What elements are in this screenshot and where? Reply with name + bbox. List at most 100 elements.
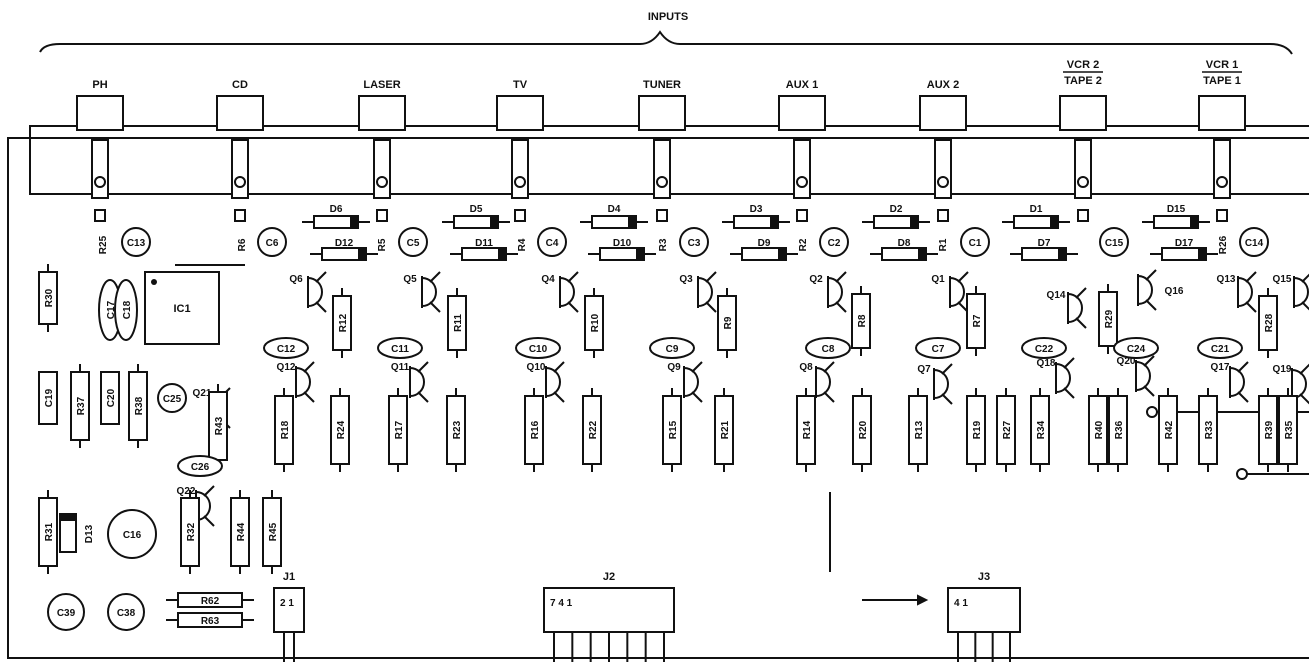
diode-band	[490, 216, 498, 228]
jack-pin	[373, 139, 391, 199]
resistor-label: R6	[237, 238, 248, 251]
resistor-label: R10	[590, 313, 601, 332]
capacitor	[100, 371, 120, 425]
transistor-lead	[705, 301, 717, 313]
capacitor-label: C4	[546, 238, 559, 249]
transistor-label: Q20	[1117, 356, 1136, 367]
connector-pins: 2 1	[280, 598, 294, 609]
capacitor	[38, 371, 58, 425]
capacitor	[915, 337, 961, 359]
pad-square	[514, 209, 526, 222]
diode-band	[770, 216, 778, 228]
resistor-label: R38	[134, 396, 145, 415]
resistor	[662, 395, 682, 465]
resistor-label: R20	[858, 420, 869, 439]
resistor-label: R39	[1264, 420, 1275, 439]
diode-label: D17	[1175, 238, 1194, 249]
transistor-label: Q2	[809, 274, 823, 285]
jack-pin	[91, 139, 109, 199]
diode-band	[1190, 216, 1198, 228]
resistor-label: R22	[588, 420, 599, 439]
solder-pad	[376, 176, 388, 188]
capacitor-label: C14	[1245, 238, 1264, 249]
capacitor-label: C1	[969, 238, 982, 249]
jack-pin	[1213, 139, 1231, 199]
transistor-body	[295, 367, 311, 397]
transistor-lead	[1245, 301, 1257, 313]
capacitor	[679, 227, 709, 257]
resistor	[1258, 395, 1278, 465]
transistor-lead	[941, 363, 953, 375]
transistor-lead	[823, 361, 835, 373]
transistor-label: Q1	[931, 274, 945, 285]
transistor-lead	[823, 391, 835, 403]
diode-band	[498, 248, 506, 260]
capacitor-label: C8	[822, 344, 835, 355]
solder-pad	[937, 176, 949, 188]
resistor	[852, 395, 872, 465]
resistor	[274, 395, 294, 465]
transistor-lead	[941, 393, 953, 405]
diode-band	[1198, 248, 1206, 260]
transistor-lead	[417, 391, 429, 403]
transistor-lead	[567, 301, 579, 313]
transistor-label: Q10	[527, 362, 546, 373]
capacitor	[177, 455, 223, 477]
transistor-label: Q5	[403, 274, 417, 285]
solder-pad	[656, 176, 668, 188]
capacitor	[649, 337, 695, 359]
diode-label: D9	[758, 238, 771, 249]
jack-pin	[934, 139, 952, 199]
diode-label: D3	[750, 204, 763, 215]
resistor-label: R17	[394, 420, 405, 439]
transistor-lead	[1237, 361, 1249, 373]
transistor-lead	[567, 271, 579, 283]
capacitor-label: C25	[163, 394, 182, 405]
resistor-label: R7	[972, 314, 983, 327]
input-jack	[778, 95, 826, 131]
transistor-lead	[835, 301, 847, 313]
resistor-label: R3	[658, 238, 669, 251]
transistor-label: Q22	[177, 486, 196, 497]
input-jack	[216, 95, 264, 131]
diode-label: D10	[613, 238, 632, 249]
capacitor-label: C24	[1127, 344, 1146, 355]
capacitor-label: C10	[529, 344, 548, 355]
transistor-body	[421, 277, 437, 307]
diode-label: D7	[1038, 238, 1051, 249]
jack-label: TAPE 1	[1203, 75, 1241, 87]
resistor	[796, 395, 816, 465]
capacitor	[1113, 337, 1159, 359]
resistor-label: R29	[1104, 309, 1115, 328]
resistor	[38, 271, 58, 325]
resistor	[717, 295, 737, 351]
transistor-lead	[1075, 317, 1087, 329]
transistor-lead	[1075, 287, 1087, 299]
capacitor-label: C39	[57, 608, 76, 619]
resistor-label: R44	[236, 522, 247, 541]
connector-label: J3	[978, 571, 990, 583]
transistor-lead	[417, 361, 429, 373]
resistor-label: R36	[1114, 420, 1125, 439]
capacitor-label: C15	[1105, 238, 1124, 249]
jack-label: TUNER	[643, 79, 681, 91]
solder-pad	[1216, 176, 1228, 188]
jack-label: TV	[513, 79, 528, 91]
test-point	[1236, 468, 1248, 480]
resistor-label: R43	[214, 416, 225, 435]
capacitor-label: C17	[106, 300, 117, 319]
capacitor-label: C26	[191, 462, 210, 473]
capacitor-label: C13	[127, 238, 146, 249]
resistor	[230, 497, 250, 567]
resistor-label: R28	[1264, 313, 1275, 332]
resistor	[1088, 395, 1108, 465]
resistor-label: R62	[201, 596, 220, 607]
resistor-label: R24	[336, 420, 347, 439]
capacitor-label: C9	[666, 344, 679, 355]
resistor	[996, 395, 1016, 465]
resistor	[584, 295, 604, 351]
diode-band	[1058, 248, 1066, 260]
transistor-lead	[553, 361, 565, 373]
resistor-label: R2	[798, 238, 809, 251]
